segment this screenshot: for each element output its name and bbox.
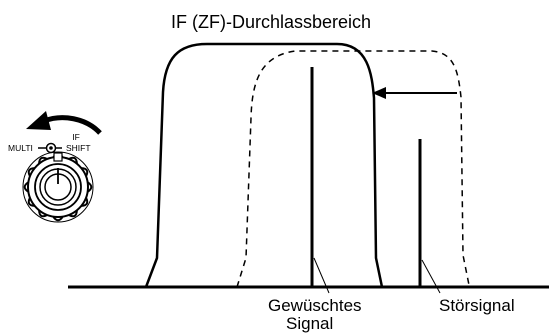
interfering-signal-label: Störsignal	[439, 296, 515, 315]
passband-curve	[144, 42, 384, 288]
shift-arrow-head	[372, 87, 386, 99]
shifted-passband-curve	[236, 50, 470, 288]
knob-index-dot	[49, 146, 53, 150]
interfering-signal-leader	[421, 259, 441, 294]
diagram-title: IF (ZF)-Durchlassbereich	[171, 12, 371, 32]
shift-label: SHIFT	[66, 143, 91, 153]
multi-if-shift-knob[interactable]	[22, 151, 94, 223]
desired-signal-leader	[313, 257, 330, 294]
if-label: IF	[72, 132, 80, 142]
knob-top-notch	[53, 152, 63, 162]
rotate-left-arrow-head	[26, 111, 51, 130]
rotate-left-arrow-icon	[43, 115, 102, 135]
knob-grip-outline	[22, 151, 94, 223]
multi-label: MULTI	[8, 143, 33, 153]
desired-signal-label-line2: Signal	[286, 314, 333, 333]
desired-signal-label-line1: Gewüschtes	[268, 296, 362, 315]
